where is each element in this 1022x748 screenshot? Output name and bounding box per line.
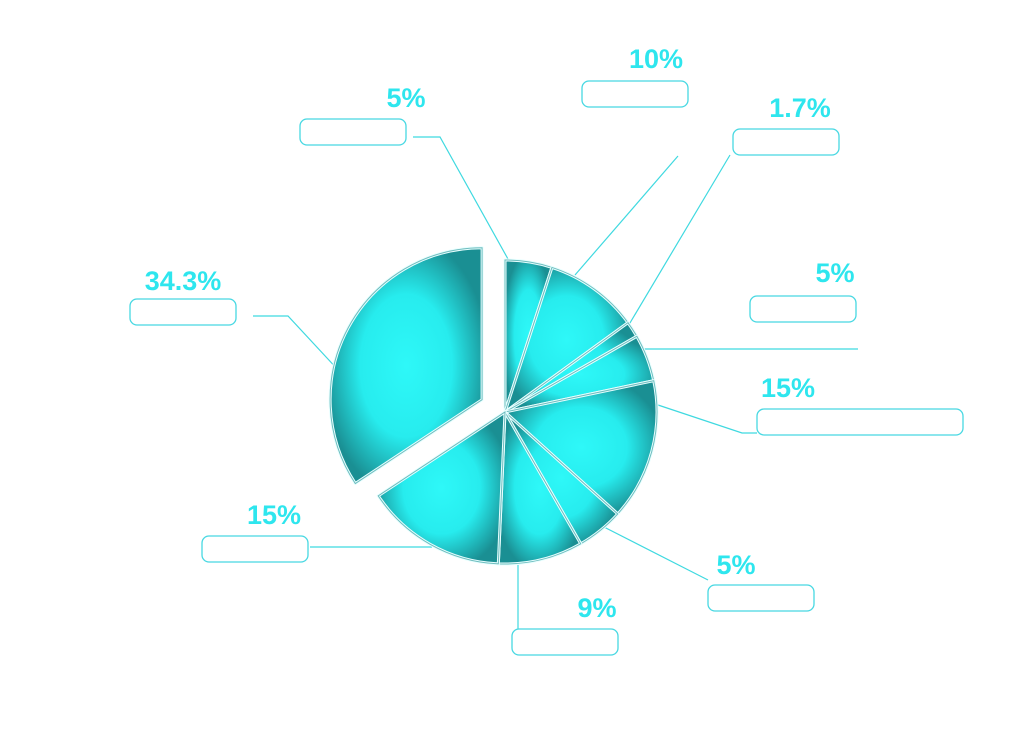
- pie-slice-outline-9: [329, 247, 483, 485]
- pie-slice-outline-7: [497, 410, 582, 565]
- callout-box-2: [581, 80, 689, 108]
- slice-percent-label: 5%: [716, 550, 755, 580]
- pie-slices: [328, 246, 659, 566]
- callout-box-1: [299, 118, 407, 146]
- pie-slice-outline-2: [504, 266, 629, 414]
- callout-box-6: [707, 584, 815, 612]
- slice-percent-label: 15%: [761, 373, 815, 403]
- callout-box-5: [756, 408, 964, 436]
- leader-line-5: [651, 402, 757, 434]
- callout-box-7: [511, 628, 619, 656]
- slice-percent-label: 5%: [815, 258, 854, 288]
- pie-slice-outline-8: [377, 411, 506, 565]
- leader-lines: [253, 136, 858, 629]
- callout-box-4: [749, 295, 857, 323]
- callout-box-9: [129, 298, 237, 326]
- slice-percent-label: 10%: [629, 44, 683, 74]
- leader-line-9: [253, 315, 341, 373]
- leader-line-1: [413, 136, 514, 269]
- slice-percent-label: 1.7%: [769, 93, 831, 123]
- callout-box-8: [201, 535, 309, 563]
- leader-line-2: [574, 155, 679, 276]
- callout-boxes: [129, 80, 964, 656]
- slice-percent-label: 5%: [386, 83, 425, 113]
- percent-labels: 5% 10% 1.7% 5% 15% 5% 9% 15% 34.3%: [145, 44, 855, 623]
- slice-percent-label: 34.3%: [145, 266, 222, 296]
- slice-percent-label: 9%: [577, 593, 616, 623]
- leader-line-6: [599, 524, 709, 581]
- leader-line-3: [623, 154, 731, 334]
- pie-slice-outline-5: [503, 380, 658, 515]
- callout-box-3: [732, 128, 840, 156]
- slice-percent-label: 15%: [247, 500, 301, 530]
